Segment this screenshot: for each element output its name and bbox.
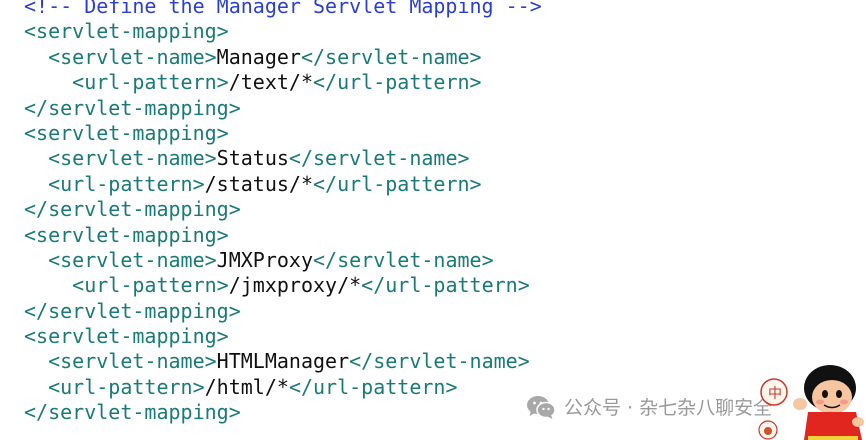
url-pattern-open-tag: <url-pattern> xyxy=(72,70,229,95)
code-line: <url-pattern>/status/*</url-pattern> xyxy=(24,172,542,197)
servlet-name-value: HTMLManager xyxy=(216,349,350,374)
code-line: <servlet-mapping> xyxy=(24,121,542,146)
code-line: <servlet-name>Manager</servlet-name> xyxy=(24,45,542,70)
servlet-mapping-close-tag: </servlet-mapping> xyxy=(24,298,241,323)
url-pattern-value: /text/* xyxy=(228,70,314,95)
servlet-mapping-open-tag: <servlet-mapping> xyxy=(24,120,229,145)
url-pattern-close-tag: </url-pattern> xyxy=(361,273,530,298)
servlet-mapping-close-tag: </servlet-mapping> xyxy=(24,95,241,120)
servlet-name-close-tag: </servlet-name> xyxy=(300,44,482,69)
servlet-name-value: Manager xyxy=(216,44,301,69)
svg-text:中: 中 xyxy=(768,386,782,402)
code-block: <!-- Define the Manager Servlet Mapping … xyxy=(24,0,542,426)
servlet-name-close-tag: </servlet-name> xyxy=(288,146,470,171)
url-pattern-value: /jmxproxy/* xyxy=(228,273,362,298)
code-line: <url-pattern>/html/*</url-pattern> xyxy=(24,375,542,400)
code-line: </servlet-mapping> xyxy=(24,299,542,324)
code-line: <url-pattern>/text/*</url-pattern> xyxy=(24,70,542,95)
servlet-mapping-open-tag: <servlet-mapping> xyxy=(24,222,229,247)
servlet-name-value: JMXProxy xyxy=(216,247,313,272)
servlet-name-close-tag: </servlet-name> xyxy=(313,247,494,272)
url-pattern-close-tag: </url-pattern> xyxy=(313,171,482,196)
watermark-text: 公众号 · 杂七杂八聊安全 xyxy=(564,397,773,419)
code-line: </servlet-mapping> xyxy=(24,96,542,121)
url-pattern-open-tag: <url-pattern> xyxy=(48,374,205,399)
cartoon-mascot-image: 中 xyxy=(758,365,864,440)
url-pattern-value: /html/* xyxy=(204,374,289,399)
servlet-name-open-tag: <servlet-name> xyxy=(48,44,217,69)
servlet-mapping-close-tag: </servlet-mapping> xyxy=(24,400,241,425)
url-pattern-close-tag: </url-pattern> xyxy=(288,374,458,399)
code-line: </servlet-mapping> xyxy=(24,400,542,425)
xml-comment: <!-- Define the Manager Servlet Mapping … xyxy=(24,0,542,18)
code-line: <url-pattern>/jmxproxy/*</url-pattern> xyxy=(24,273,542,298)
code-line: <servlet-mapping> xyxy=(24,19,542,44)
watermark: 公众号 · 杂七杂八聊安全 xyxy=(526,393,772,420)
url-pattern-open-tag: <url-pattern> xyxy=(72,273,229,298)
servlet-name-open-tag: <servlet-name> xyxy=(48,146,217,171)
servlet-name-open-tag: <servlet-name> xyxy=(48,349,217,374)
code-line: <servlet-name>HTMLManager</servlet-name> xyxy=(24,349,542,374)
servlet-mapping-open-tag: <servlet-mapping> xyxy=(24,324,229,349)
code-line: <servlet-name>Status</servlet-name> xyxy=(24,146,542,171)
code-line: <servlet-mapping> xyxy=(24,223,542,248)
code-line: <servlet-mapping> xyxy=(24,324,542,349)
url-pattern-value: /status/* xyxy=(204,171,314,196)
code-line-comment: <!-- Define the Manager Servlet Mapping … xyxy=(24,0,542,19)
servlet-name-value: Status xyxy=(216,146,289,171)
servlet-name-close-tag: </servlet-name> xyxy=(349,349,530,374)
code-line: </servlet-mapping> xyxy=(24,197,542,222)
servlet-mapping-open-tag: <servlet-mapping> xyxy=(24,19,229,44)
code-line: <servlet-name>JMXProxy</servlet-name> xyxy=(24,248,542,273)
servlet-mapping-close-tag: </servlet-mapping> xyxy=(24,197,241,222)
url-pattern-close-tag: </url-pattern> xyxy=(313,70,482,95)
wechat-icon xyxy=(527,395,556,419)
servlet-name-open-tag: <servlet-name> xyxy=(48,247,217,272)
url-pattern-open-tag: <url-pattern> xyxy=(48,171,205,196)
